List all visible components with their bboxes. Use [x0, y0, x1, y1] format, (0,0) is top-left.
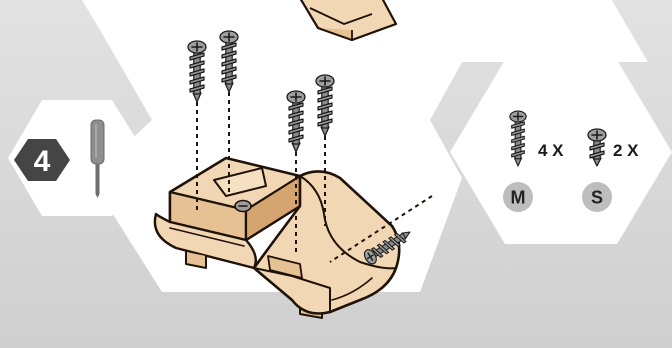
step-number: 4	[34, 145, 51, 178]
part-size: S	[591, 188, 603, 208]
part-size: M	[511, 188, 526, 208]
part-quantity: 2 X	[613, 141, 639, 160]
part-quantity: 4 X	[538, 141, 564, 160]
